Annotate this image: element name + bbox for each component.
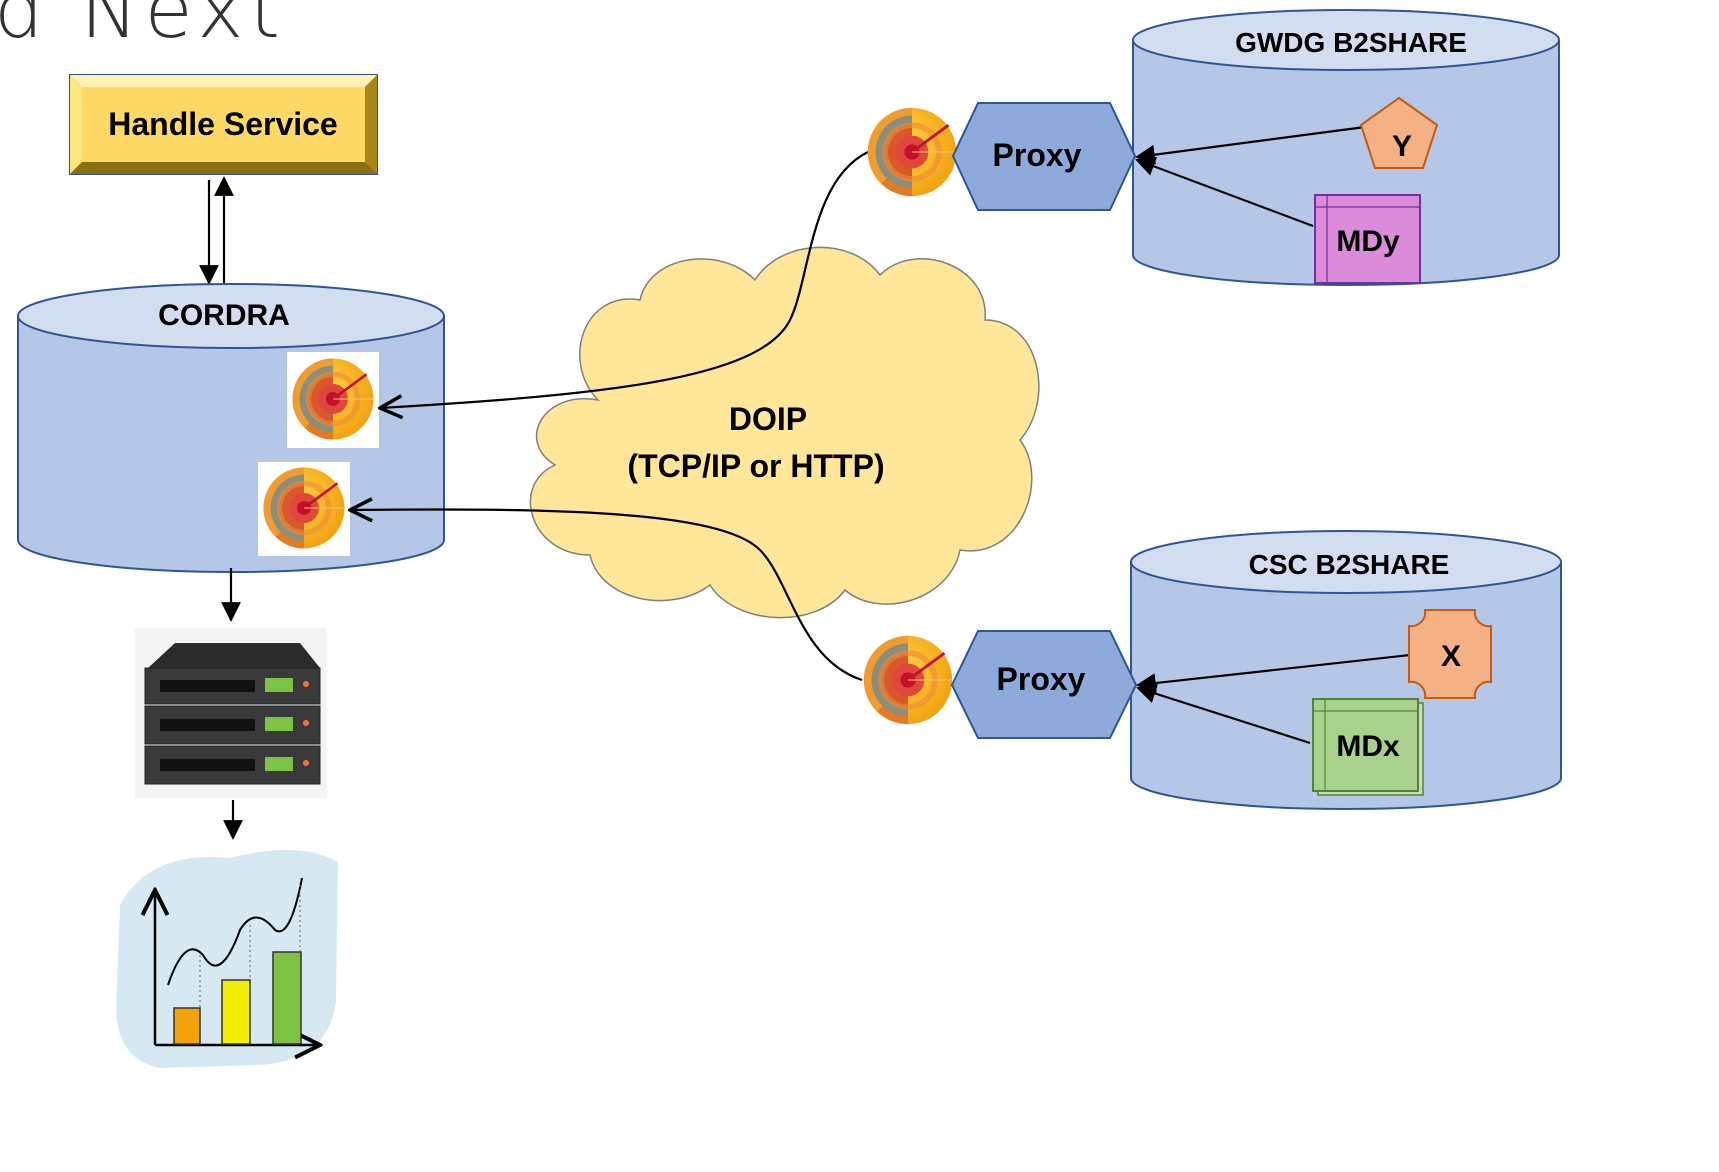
gwdg-digital-object-icon[interactable] (868, 108, 956, 196)
gwdg-label: GWDG B2SHARE (1235, 27, 1467, 58)
doip-label-line2: (TCP/IP or HTTP) (627, 448, 884, 484)
gwdg-object-y[interactable]: Y (1359, 96, 1439, 169)
handle-service-label: Handle Service (108, 106, 337, 142)
gwdg-metadata-to-proxy-arrow (1135, 156, 1314, 228)
csc-label: CSC B2SHARE (1249, 549, 1450, 580)
csc-metadata-to-proxy-arrow (1136, 683, 1311, 745)
cordra-digital-object-2-icon[interactable] (258, 462, 350, 556)
csc-object-label: X (1441, 640, 1461, 673)
csc-connection-line (350, 509, 863, 682)
gwdg-b2share-repository[interactable]: GWDG B2SHARE (1132, 9, 1560, 286)
csc-metadata-mdx[interactable]: MDx (1312, 698, 1424, 796)
csc-digital-object-icon[interactable] (864, 636, 952, 724)
csc-object-x[interactable]: X (1408, 609, 1492, 699)
gwdg-object-to-proxy-arrow (1135, 125, 1366, 165)
csc-metadata-label: MDx (1336, 730, 1400, 763)
gwdg-object-label: Y (1392, 130, 1412, 163)
gwdg-metadata-label: MDy (1336, 225, 1400, 258)
handle-service-box[interactable]: Handle Service (69, 74, 378, 175)
cordra-repository[interactable]: CORDRA (17, 283, 445, 573)
csc-object-to-proxy-arrow (1136, 653, 1411, 693)
cordra-label: CORDRA (158, 299, 290, 332)
csc-proxy-label: Proxy (997, 661, 1086, 697)
analytics-chart-icon (116, 849, 338, 1068)
csc-proxy[interactable]: Proxy (950, 630, 1138, 739)
gwdg-metadata-mdy[interactable]: MDy (1314, 194, 1421, 284)
doip-cloud: DOIP (TCP/IP or HTTP) (529, 246, 1040, 619)
server-rack-icon (135, 628, 327, 798)
gwdg-proxy-label: Proxy (993, 137, 1082, 173)
cordra-digital-object-1-icon[interactable] (287, 352, 379, 448)
gwdg-connection-line (380, 151, 869, 408)
slide-title-fragment: d Next (0, 0, 287, 56)
gwdg-proxy[interactable]: Proxy (951, 102, 1137, 211)
doip-label-line1: DOIP (729, 401, 807, 437)
